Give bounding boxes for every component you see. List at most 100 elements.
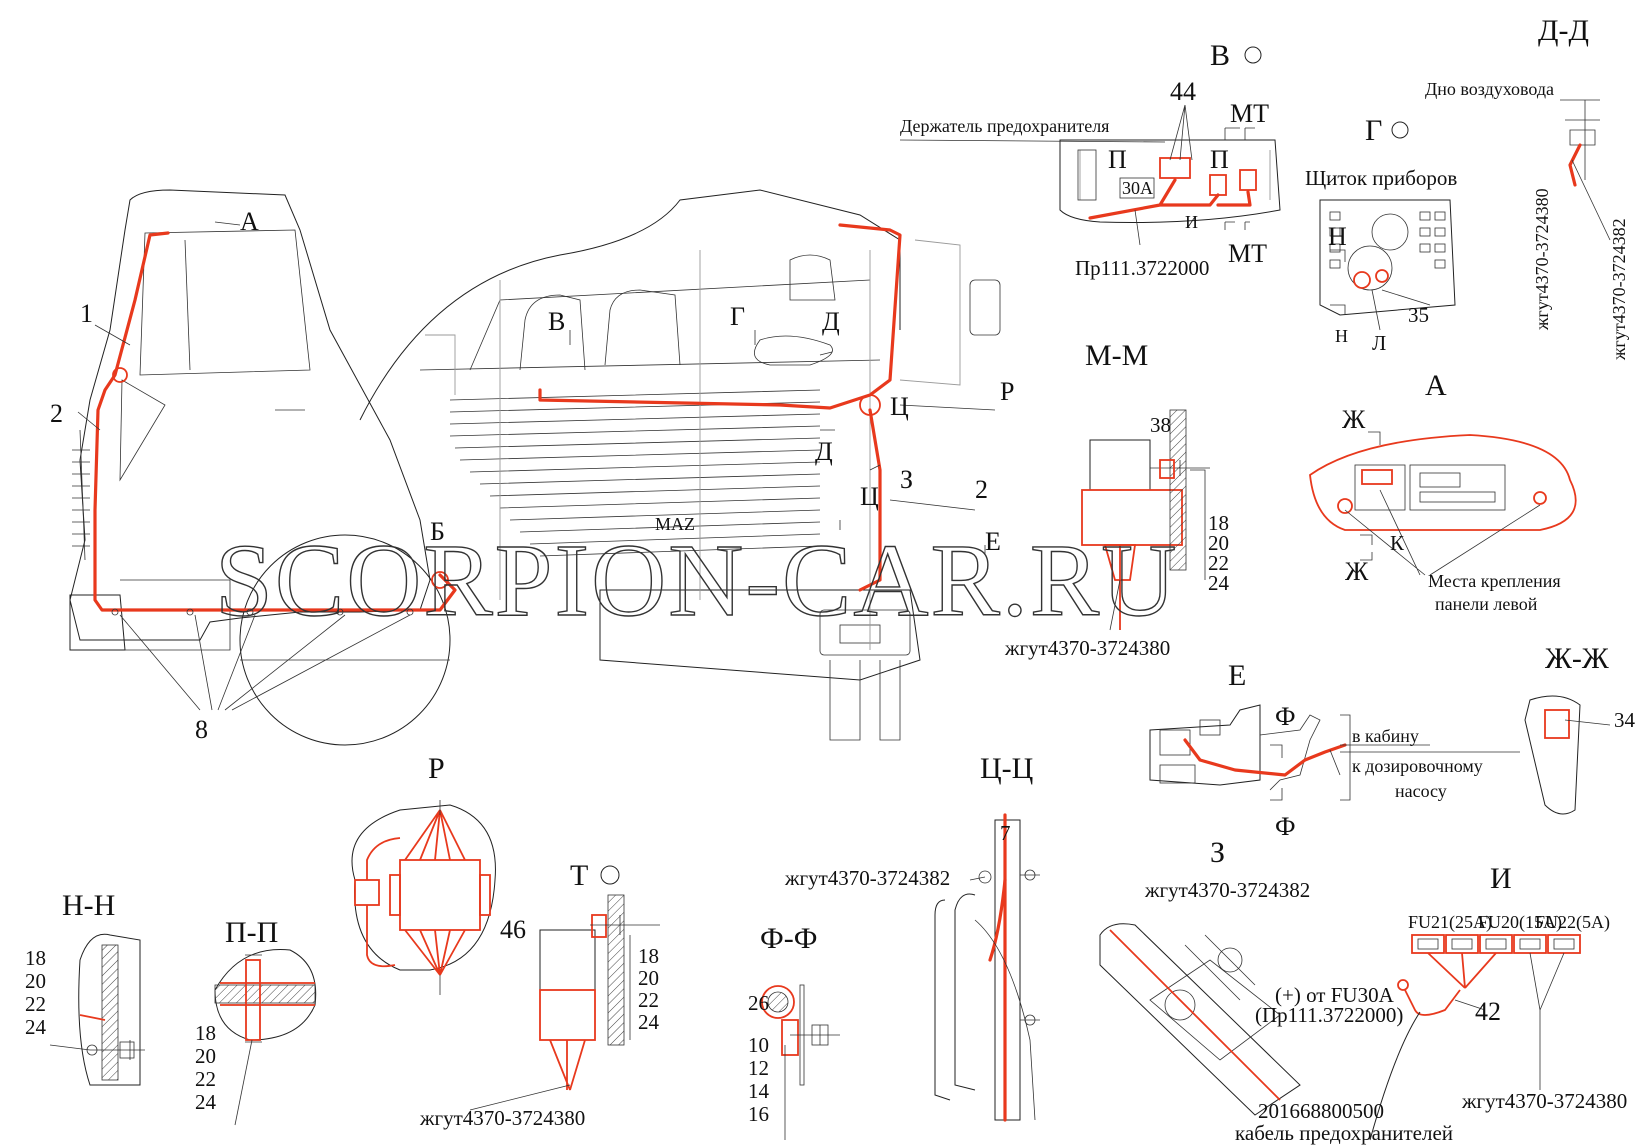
mt-top-label: МТ	[1230, 99, 1269, 128]
callout-2: 2	[50, 399, 63, 428]
cab-label-ts-top: Ц	[890, 392, 909, 421]
fuse-block	[1411, 934, 1581, 954]
i-label: И	[1185, 212, 1198, 232]
t-22: 22	[638, 988, 659, 1012]
mount-label: Места крепления	[1428, 571, 1561, 591]
view-a: А Ж Ж К Места крепления панели левой	[1309, 369, 1577, 614]
t-24: 24	[638, 1010, 660, 1034]
view-v: В 30А Держатель предохранителя 44 МТ МТ …	[899, 39, 1281, 280]
cable-name-label: кабель предохранителей	[1235, 1121, 1453, 1145]
cab-label-v: В	[548, 307, 565, 336]
p-left-label: П	[1108, 145, 1127, 174]
view-ff: Ф-Ф 26 10 12 14 16	[748, 922, 840, 1140]
view-z: З жгут4370-3724382	[1099, 836, 1310, 1116]
mm-22: 22	[1208, 551, 1229, 575]
fuse-holder-label: Держатель предохранителя	[900, 116, 1109, 136]
watermark-text: SCORPION-CAR.RU	[215, 523, 1178, 638]
view-ff-title: Ф-Ф	[760, 922, 817, 955]
view-r-title: Р	[428, 752, 445, 785]
fuse-30a-label: 30А	[1122, 178, 1153, 198]
cab-label-r: Р	[1000, 377, 1014, 406]
view-zhzh-title: Ж-Ж	[1545, 642, 1609, 675]
callout-1: 1	[80, 299, 93, 328]
view-g: Г Щиток приборов Н Н Л 35	[1305, 114, 1457, 355]
l-label: Л	[1372, 331, 1386, 355]
pp-24: 24	[195, 1090, 217, 1114]
view-t-title: Т	[570, 859, 588, 892]
mt-bottom-label: МТ	[1228, 239, 1267, 268]
t-harness-label: жгут4370-3724380	[419, 1106, 585, 1130]
k-label: К	[1390, 531, 1405, 555]
nn-18: 18	[25, 946, 46, 970]
ff-10: 10	[748, 1033, 769, 1057]
cab-label-d-bottom: Д	[815, 437, 833, 466]
fu20-label: FU20(15A)	[1478, 912, 1562, 933]
nn-20: 20	[25, 969, 46, 993]
t-20: 20	[638, 966, 659, 990]
callout-34: 34	[1614, 708, 1636, 732]
cab-label-a: А	[240, 207, 259, 236]
view-g-title: Г	[1365, 114, 1382, 147]
view-pp: П-П 18 20 22 24	[195, 916, 317, 1126]
pp-20: 20	[195, 1044, 216, 1068]
p-right-label: П	[1210, 145, 1229, 174]
to-pump-label: к дозировочному	[1352, 756, 1483, 776]
ff-12: 12	[748, 1056, 769, 1080]
front-grille-lines	[449, 389, 821, 557]
view-e-title: Е	[1228, 659, 1246, 692]
instrument-panel-label: Щиток приборов	[1305, 166, 1457, 190]
view-tsts-title: Ц-Ц	[980, 752, 1033, 785]
callout-38: 38	[1150, 413, 1171, 437]
view-pp-title: П-П	[225, 916, 278, 949]
mm-24: 24	[1208, 571, 1230, 595]
t-18: 18	[638, 944, 659, 968]
cab-side-view: MAZ А 1 2 8 Б В Г Д Д Р Ц Ц З 2	[50, 189, 1014, 746]
f-top-label: Ф	[1275, 702, 1296, 731]
plus-from-label-2: (Пр111.3722000)	[1255, 1003, 1403, 1027]
ff-26: 26	[748, 991, 769, 1015]
duct-bottom-label: Дно воздуховода	[1425, 79, 1554, 99]
pr111-label: Пр111.3722000	[1075, 256, 1209, 280]
to-cab-label: в кабину	[1352, 726, 1419, 746]
zh-bottom-label: Ж	[1345, 557, 1369, 586]
nn-24: 24	[25, 1015, 47, 1039]
view-mm-title: М-М	[1085, 339, 1148, 372]
cab-label-e: Е	[985, 527, 1001, 556]
pp-22: 22	[195, 1067, 216, 1091]
dd-harness-80-label: жгут4370-3724380	[1532, 188, 1552, 331]
tsts-harness-label: жгут4370-3724382	[784, 866, 950, 890]
ff-14: 14	[748, 1079, 770, 1103]
view-r: Р	[351, 752, 496, 995]
view-z-title: З	[1210, 836, 1225, 869]
callout-35: 35	[1408, 303, 1429, 327]
view-dd: Д-Д Дно воздуховода жгут4370-3724380 жгу…	[1425, 14, 1629, 361]
mount-label-2: панели левой	[1435, 594, 1538, 614]
view-i: И FU21(25A) FU20(15A) FU22(5A) 42 (+) от…	[1235, 862, 1627, 1145]
callout-44: 44	[1170, 77, 1196, 106]
harness-dash	[538, 223, 902, 410]
view-v-title: В	[1210, 39, 1230, 72]
view-a-title: А	[1425, 369, 1447, 402]
callout-8: 8	[195, 715, 208, 744]
view-tsts: Ц-Ц 7 жгут4370-3724382	[784, 752, 1040, 1122]
cab-label-ts-bottom: Ц	[860, 482, 879, 511]
brand-badge: MAZ	[655, 514, 695, 534]
view-i-title: И	[1490, 862, 1512, 895]
harness-2	[858, 408, 882, 592]
cable-number-label: 201668800500	[1258, 1099, 1384, 1123]
callout-46: 46	[500, 915, 526, 944]
panel-buttons	[1329, 211, 1446, 269]
dd-harness-82-label: жгут4370-3724382	[1609, 218, 1629, 361]
view-nn-title: Н-Н	[62, 889, 115, 922]
mm-20: 20	[1208, 531, 1229, 555]
harness-1	[93, 231, 457, 612]
ff-16: 16	[748, 1102, 769, 1126]
cab-label-d-top: Д	[822, 307, 840, 336]
view-t: Т 46 18 20 22 24 жгут4370-3724380	[419, 859, 660, 1130]
zh-top-label: Ж	[1342, 405, 1366, 434]
grille-slats	[72, 449, 90, 547]
view-nn: Н-Н 18 20 22 24	[25, 889, 145, 1086]
fu21-label: FU21(25A)	[1408, 912, 1492, 933]
view-e: Е Ф Ф в кабину к дозировочному насосу	[1149, 659, 1520, 841]
